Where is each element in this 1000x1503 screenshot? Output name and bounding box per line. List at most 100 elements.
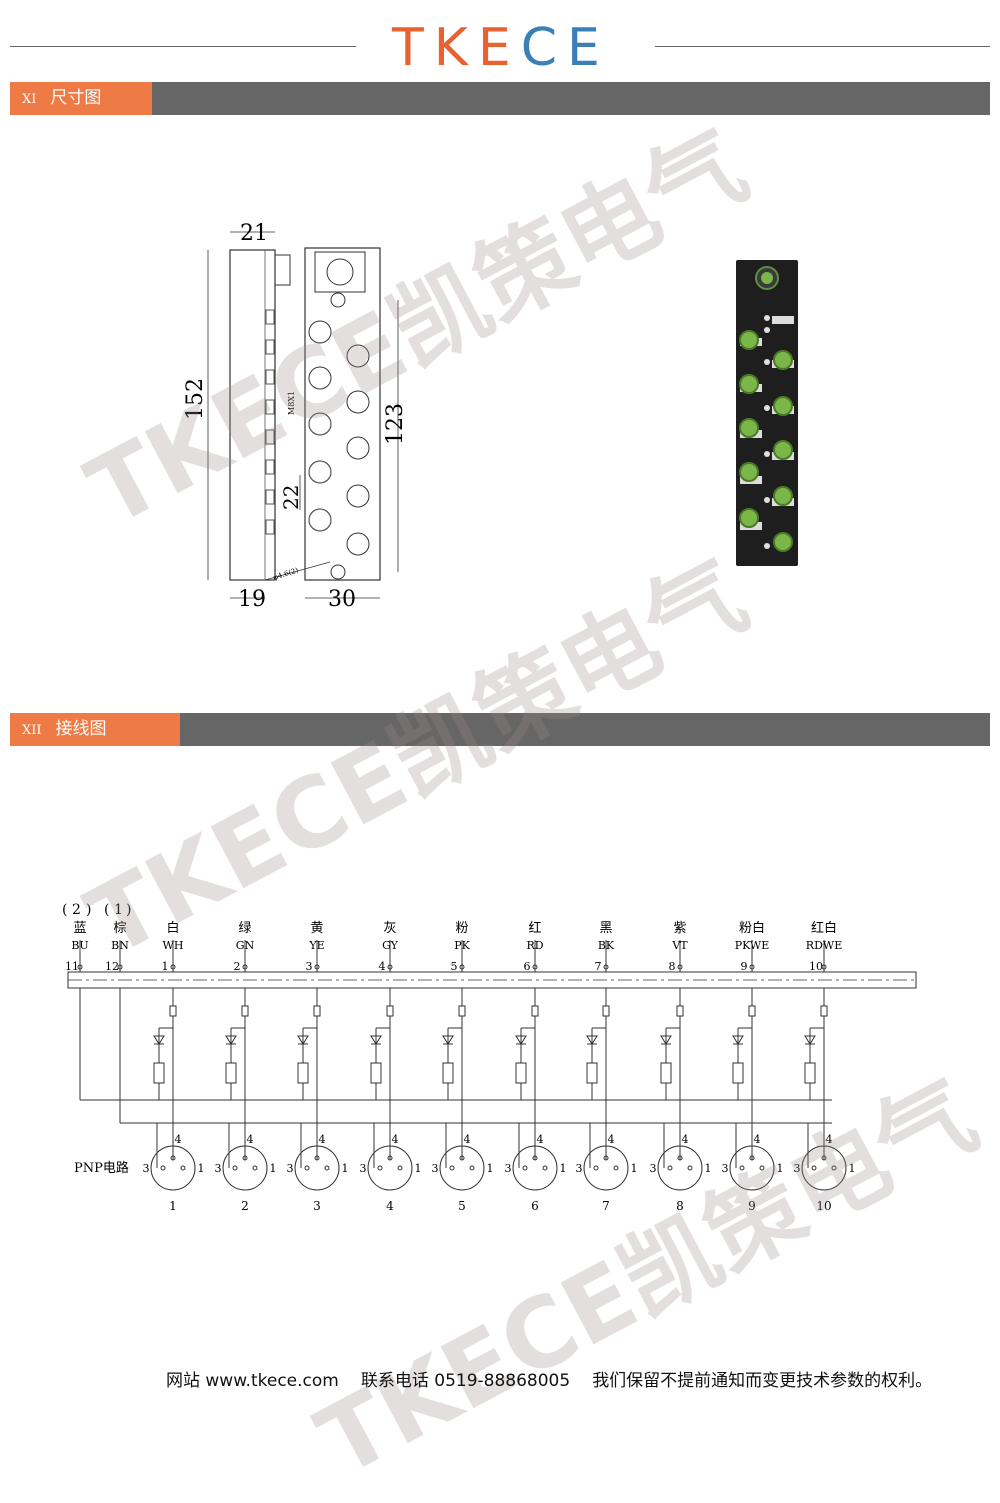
wire-color-label: 粉: [455, 921, 468, 936]
section-header-wiring: XII 接线图: [10, 713, 990, 746]
svg-text:): ): [86, 902, 91, 918]
wire-pin-number: 4: [379, 960, 386, 973]
connector-pin-4: 4: [754, 1133, 761, 1146]
resistor: [732, 1062, 744, 1084]
connector-number: 8: [676, 1199, 684, 1213]
led-icon: [153, 1035, 165, 1045]
hole-label: φ4.6(2): [272, 566, 299, 582]
pin-dot: [677, 1155, 683, 1161]
resistor: [153, 1062, 165, 1084]
connector-pin-3: 3: [432, 1162, 439, 1175]
pin-dot: [397, 1165, 403, 1171]
connector-pin-3: 3: [287, 1162, 294, 1175]
fuse: [531, 1005, 539, 1017]
pin-dot: [831, 1165, 837, 1171]
led-icon: [225, 1035, 237, 1045]
pin-dot: [314, 1155, 320, 1161]
pin-dot: [739, 1165, 745, 1171]
thread-label: M8X1: [287, 391, 296, 415]
resistor: [515, 1062, 527, 1084]
pin-dot: [160, 1165, 166, 1171]
wire-color-label: 红白: [811, 920, 837, 936]
connector-pin-3: 3: [143, 1162, 150, 1175]
connector-pin-1: 1: [270, 1162, 277, 1175]
connector-pin-3: 3: [360, 1162, 367, 1175]
dim-height-total: 152: [183, 378, 208, 420]
led-icon: [370, 1035, 382, 1045]
footer-site: 网站 www.tkece.com: [166, 1371, 339, 1391]
group-label-2-num: 2: [72, 902, 81, 918]
connector-number: 5: [458, 1199, 466, 1213]
pin-dot: [459, 1155, 465, 1161]
led-icon: [586, 1035, 598, 1045]
fuse: [602, 1005, 610, 1017]
connector-pin-1: 1: [705, 1162, 712, 1175]
pin-dot: [821, 1155, 827, 1161]
wire-pin-number: 1: [162, 960, 169, 973]
connector-number: 1: [169, 1199, 177, 1213]
footer-phone: 联系电话 0519-88868005: [360, 1371, 571, 1391]
connector-pin-4: 4: [608, 1133, 615, 1146]
connector-pin-4: 4: [826, 1133, 833, 1146]
section-title: 尺寸图: [50, 88, 102, 108]
dim-height-pitch: 123: [383, 403, 408, 445]
connector-number: 7: [602, 1199, 610, 1213]
connector-number: 6: [531, 1199, 539, 1213]
led-icon: [442, 1035, 454, 1045]
fuse: [313, 1005, 321, 1017]
pin-dot: [252, 1165, 258, 1171]
led-icon: [660, 1035, 672, 1045]
connector-pin-3: 3: [722, 1162, 729, 1175]
product-image: [736, 260, 798, 566]
pin-dot: [811, 1165, 817, 1171]
connector-pin-4: 4: [537, 1133, 544, 1146]
wire-pin-number: 3: [306, 960, 313, 973]
connector-pin-1: 1: [487, 1162, 494, 1175]
wire-pin-number: 9: [741, 960, 748, 973]
connector-number: 2: [241, 1199, 249, 1213]
wire-pin-number: 6: [524, 960, 531, 973]
connector-pin-4: 4: [464, 1133, 471, 1146]
pin-dot: [667, 1165, 673, 1171]
fuse: [386, 1005, 394, 1017]
section-title: 接线图: [55, 719, 107, 739]
dimension-drawing: 21 152 123 22 19 30 M8X1 φ4.6(2): [183, 221, 408, 610]
connector-pin-1: 1: [849, 1162, 856, 1175]
wire-color-label: 黄: [310, 921, 323, 936]
fuse: [241, 1005, 249, 1017]
section-number: XI: [22, 92, 37, 107]
wire-color-label: 粉白: [739, 920, 765, 936]
connector-number: 4: [386, 1199, 394, 1213]
group-label-1-num: 1: [114, 902, 123, 918]
svg-text:(: (: [104, 902, 109, 918]
connector-pin-1: 1: [631, 1162, 638, 1175]
connector-pin-4: 4: [682, 1133, 689, 1146]
fuse: [676, 1005, 684, 1017]
wire-pin-number: 12: [105, 960, 119, 973]
pin-dot: [304, 1165, 310, 1171]
connector-pin-1: 1: [342, 1162, 349, 1175]
pin-dot: [687, 1165, 693, 1171]
resistor: [804, 1062, 816, 1084]
connector-pin-4: 4: [392, 1133, 399, 1146]
resistor: [660, 1062, 672, 1084]
wire-pin-number: 8: [669, 960, 676, 973]
wire-color-label: 绿: [238, 921, 251, 936]
connector-pin-3: 3: [215, 1162, 222, 1175]
fuse: [169, 1005, 177, 1017]
pin-dot: [593, 1165, 599, 1171]
wire-color-label: 蓝: [73, 921, 86, 936]
pin-dot: [469, 1165, 475, 1171]
section-number: XII: [22, 723, 42, 738]
resistor: [586, 1062, 598, 1084]
connector-pin-1: 1: [415, 1162, 422, 1175]
connector-pin-4: 4: [175, 1133, 182, 1146]
header-rule-right: [655, 46, 990, 47]
wire-pin-number: 10: [809, 960, 823, 973]
connector-number: 10: [816, 1199, 831, 1213]
resistor: [225, 1062, 237, 1084]
resistor: [370, 1062, 382, 1084]
brand-logo: TKECE: [392, 18, 610, 78]
wire-pin-number: 11: [65, 960, 79, 973]
